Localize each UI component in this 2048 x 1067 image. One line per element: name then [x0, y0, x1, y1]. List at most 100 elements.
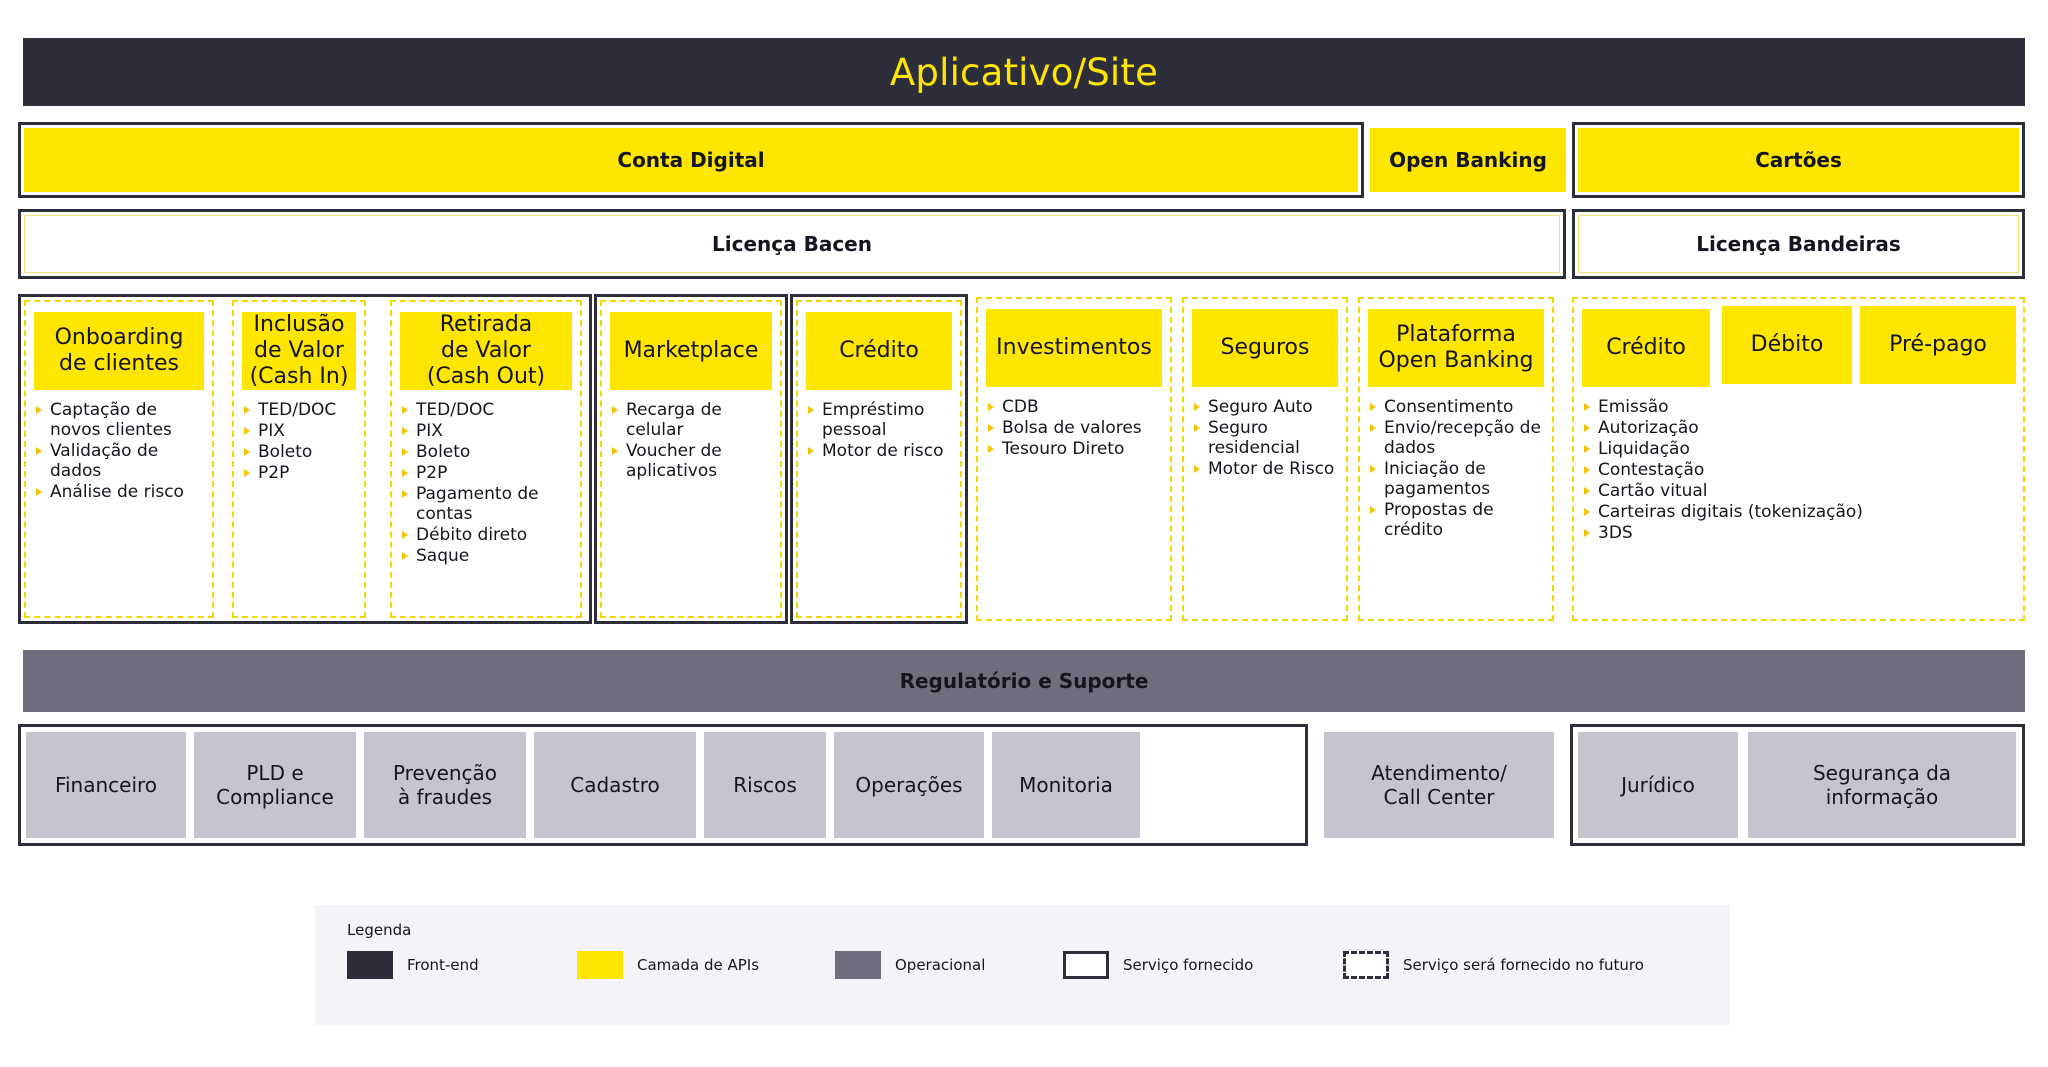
- credito-group-box: [790, 294, 968, 624]
- list-item: Consentimento: [1368, 397, 1544, 417]
- list-item: Voucher de aplicativos: [610, 441, 772, 481]
- support-tile-monitoria[interactable]: Monitoria: [992, 732, 1140, 838]
- regulatorio-suporte-label: Regulatório e Suporte: [899, 669, 1149, 693]
- list-item: CDB: [986, 397, 1162, 417]
- column-bullet-list: Consentimento Envio/recepção de dados In…: [1368, 397, 1544, 540]
- service-column-plataforma-open-banking[interactable]: Plataforma Open Banking Consentimento En…: [1358, 297, 1554, 621]
- column-title: Marketplace: [610, 312, 772, 390]
- list-item: Liquidação: [1582, 439, 2015, 459]
- list-item: Boleto: [400, 442, 572, 462]
- support-tile-operacoes[interactable]: Operações: [834, 732, 984, 838]
- service-column-cash-in[interactable]: Inclusão de Valor (Cash In) TED/DOC PIX …: [232, 300, 366, 618]
- list-item: Envio/recepção de dados: [1368, 418, 1544, 458]
- legend-item-servico-futuro: Serviço será fornecido no futuro: [1343, 951, 1644, 979]
- column-title: Onboarding de clientes: [34, 312, 204, 390]
- legend-swatch-camada-apis: [577, 951, 623, 979]
- service-column-cash-out[interactable]: Retirada de Valor (Cash Out) TED/DOC PIX…: [390, 300, 582, 618]
- cartoes-label: Cartões: [1755, 148, 1842, 172]
- list-item: Autorização: [1582, 418, 2015, 438]
- legend-swatch-operacional: [835, 951, 881, 979]
- support-tile-pld-compliance[interactable]: PLD e Compliance: [194, 732, 356, 838]
- support-tile-juridico[interactable]: Jurídico: [1578, 732, 1738, 838]
- cartoes-bar[interactable]: Cartões: [1578, 128, 2019, 192]
- legend-label: Operacional: [895, 956, 986, 974]
- list-item: TED/DOC: [400, 400, 572, 420]
- support-group-box-2: [1570, 724, 2025, 846]
- list-item: Recarga de celular: [610, 400, 772, 440]
- list-item: Cartão vitual: [1582, 481, 2015, 501]
- legend-swatch-servico-futuro: [1343, 951, 1389, 979]
- support-tile-cadastro[interactable]: Cadastro: [534, 732, 696, 838]
- support-tile-riscos[interactable]: Riscos: [704, 732, 826, 838]
- card-type-prepago[interactable]: Pré-pago: [1860, 306, 2016, 384]
- column-title: Plataforma Open Banking: [1368, 309, 1544, 387]
- open-banking-bar[interactable]: Open Banking: [1370, 128, 1566, 192]
- list-item: Débito direto: [400, 525, 572, 545]
- list-item: Análise de risco: [34, 482, 204, 502]
- column-bullet-list: TED/DOC PIX Boleto P2P: [242, 400, 356, 483]
- regulatorio-suporte-bar: Regulatório e Suporte: [23, 650, 2025, 712]
- list-item: Propostas de crédito: [1368, 500, 1544, 540]
- list-item: P2P: [400, 463, 572, 483]
- licenca-bandeiras-label: Licença Bandeiras: [1696, 232, 1901, 256]
- service-column-investimentos[interactable]: Investimentos CDB Bolsa de valores Tesou…: [976, 297, 1172, 621]
- legend-title: Legenda: [347, 921, 412, 939]
- list-item: Bolsa de valores: [986, 418, 1162, 438]
- column-bullet-list: Seguro Auto Seguro residencial Motor de …: [1192, 397, 1338, 479]
- legend-item-servico-fornecido: Serviço fornecido: [1063, 951, 1253, 979]
- list-item: Contestação: [1582, 460, 2015, 480]
- service-column-credito[interactable]: Crédito Empréstimo pessoal Motor de risc…: [796, 300, 962, 618]
- list-item: Validação de dados: [34, 441, 204, 481]
- column-title: Crédito: [806, 312, 952, 390]
- support-group-box-1: [18, 724, 1308, 846]
- list-item: Pagamento de contas: [400, 484, 572, 524]
- list-item: Motor de Risco: [1192, 459, 1338, 479]
- legend-label: Serviço será fornecido no futuro: [1403, 956, 1644, 974]
- app-site-title: Aplicativo/Site: [889, 50, 1159, 94]
- list-item: Seguro residencial: [1192, 418, 1338, 458]
- marketplace-group-box: [594, 294, 788, 624]
- legend-swatch-front-end: [347, 951, 393, 979]
- list-item: 3DS: [1582, 523, 2015, 543]
- support-tile-seguranca-informacao[interactable]: Segurança da informação: [1748, 732, 2016, 838]
- list-item: Motor de risco: [806, 441, 952, 461]
- list-item: Empréstimo pessoal: [806, 400, 952, 440]
- column-title: Crédito: [1582, 309, 1710, 387]
- list-item: Saque: [400, 546, 572, 566]
- service-column-onboarding[interactable]: Onboarding de clientes Captação de novos…: [24, 300, 214, 618]
- support-tile-atendimento-call-center[interactable]: Atendimento/ Call Center: [1324, 732, 1554, 838]
- service-column-seguros[interactable]: Seguros Seguro Auto Seguro residencial M…: [1182, 297, 1348, 621]
- legend-item-operacional: Operacional: [835, 951, 985, 979]
- conta-digital-services-group-box: [18, 294, 592, 624]
- support-tile-financeiro[interactable]: Financeiro: [26, 732, 186, 838]
- list-item: Boleto: [242, 442, 356, 462]
- conta-digital-bar[interactable]: Conta Digital: [24, 128, 1358, 192]
- licenca-bacen-bar[interactable]: Licença Bacen: [24, 215, 1560, 273]
- legend-label: Front-end: [407, 956, 479, 974]
- list-item: Emissão: [1582, 397, 2015, 417]
- column-title: Inclusão de Valor (Cash In): [242, 312, 356, 390]
- legend-label: Camada de APIs: [637, 956, 760, 974]
- legend-panel: Legenda Front-end Camada de APIs Operaci…: [315, 905, 1730, 1025]
- list-item: PIX: [400, 421, 572, 441]
- legend-label: Serviço fornecido: [1123, 956, 1254, 974]
- column-bullet-list: Recarga de celular Voucher de aplicativo…: [610, 400, 772, 481]
- conta-digital-label: Conta Digital: [617, 148, 765, 172]
- column-title: Retirada de Valor (Cash Out): [400, 312, 572, 390]
- list-item: TED/DOC: [242, 400, 356, 420]
- card-type-debito[interactable]: Débito: [1722, 306, 1852, 384]
- list-item: Tesouro Direto: [986, 439, 1162, 459]
- legend-item-front-end: Front-end: [347, 951, 479, 979]
- column-bullet-list: Emissão Autorização Liquidação Contestaç…: [1582, 397, 2015, 543]
- column-title: Investimentos: [986, 309, 1162, 387]
- column-title: Seguros: [1192, 309, 1338, 387]
- list-item: Seguro Auto: [1192, 397, 1338, 417]
- support-tile-prevencao-fraudes[interactable]: Prevenção à fraudes: [364, 732, 526, 838]
- front-end-bar: Aplicativo/Site: [23, 38, 2025, 106]
- licenca-bandeiras-bar[interactable]: Licença Bandeiras: [1578, 215, 2019, 273]
- service-column-marketplace[interactable]: Marketplace Recarga de celular Voucher d…: [600, 300, 782, 618]
- legend-item-camada-apis: Camada de APIs: [577, 951, 759, 979]
- list-item: Iniciação de pagamentos: [1368, 459, 1544, 499]
- list-item: Captação de novos clientes: [34, 400, 204, 440]
- column-bullet-list: Captação de novos clientes Validação de …: [34, 400, 204, 502]
